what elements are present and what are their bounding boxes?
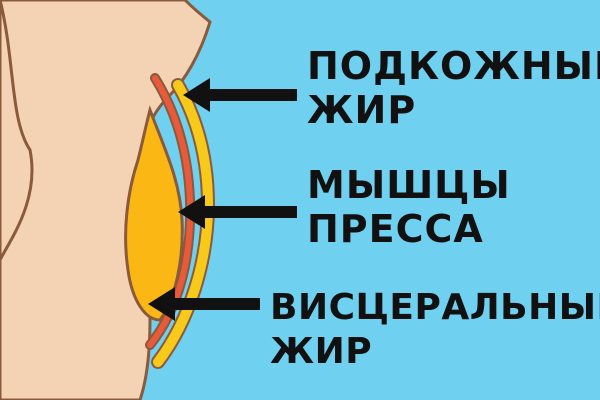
arrow-subcutaneous <box>183 78 297 112</box>
label-abs-line1: МЫШЦЫ <box>307 163 511 207</box>
label-abs-line2: ПРЕССА <box>307 207 484 251</box>
visceral-fat-shape <box>124 105 184 322</box>
subcutaneous-layer-fill <box>153 80 214 367</box>
label-visceral-fat: ВИСЦЕРАЛЬНЫЙ ЖИР <box>270 286 600 374</box>
label-abdominal-muscles: МЫШЦЫ ПРЕССА <box>307 163 511 251</box>
label-subcutaneous-line2: ЖИР <box>307 88 417 132</box>
arrow-visceral <box>148 287 260 321</box>
back-contour <box>0 0 34 261</box>
label-visceral-line2: ЖИР <box>270 331 373 372</box>
label-subcutaneous-fat: ПОДКОЖНЫЙ ЖИР <box>307 44 600 132</box>
label-visceral-line1: ВИСЦЕРАЛЬНЫЙ <box>270 287 600 328</box>
arrow-abs <box>178 195 297 229</box>
label-subcutaneous-line1: ПОДКОЖНЫЙ <box>307 44 600 88</box>
